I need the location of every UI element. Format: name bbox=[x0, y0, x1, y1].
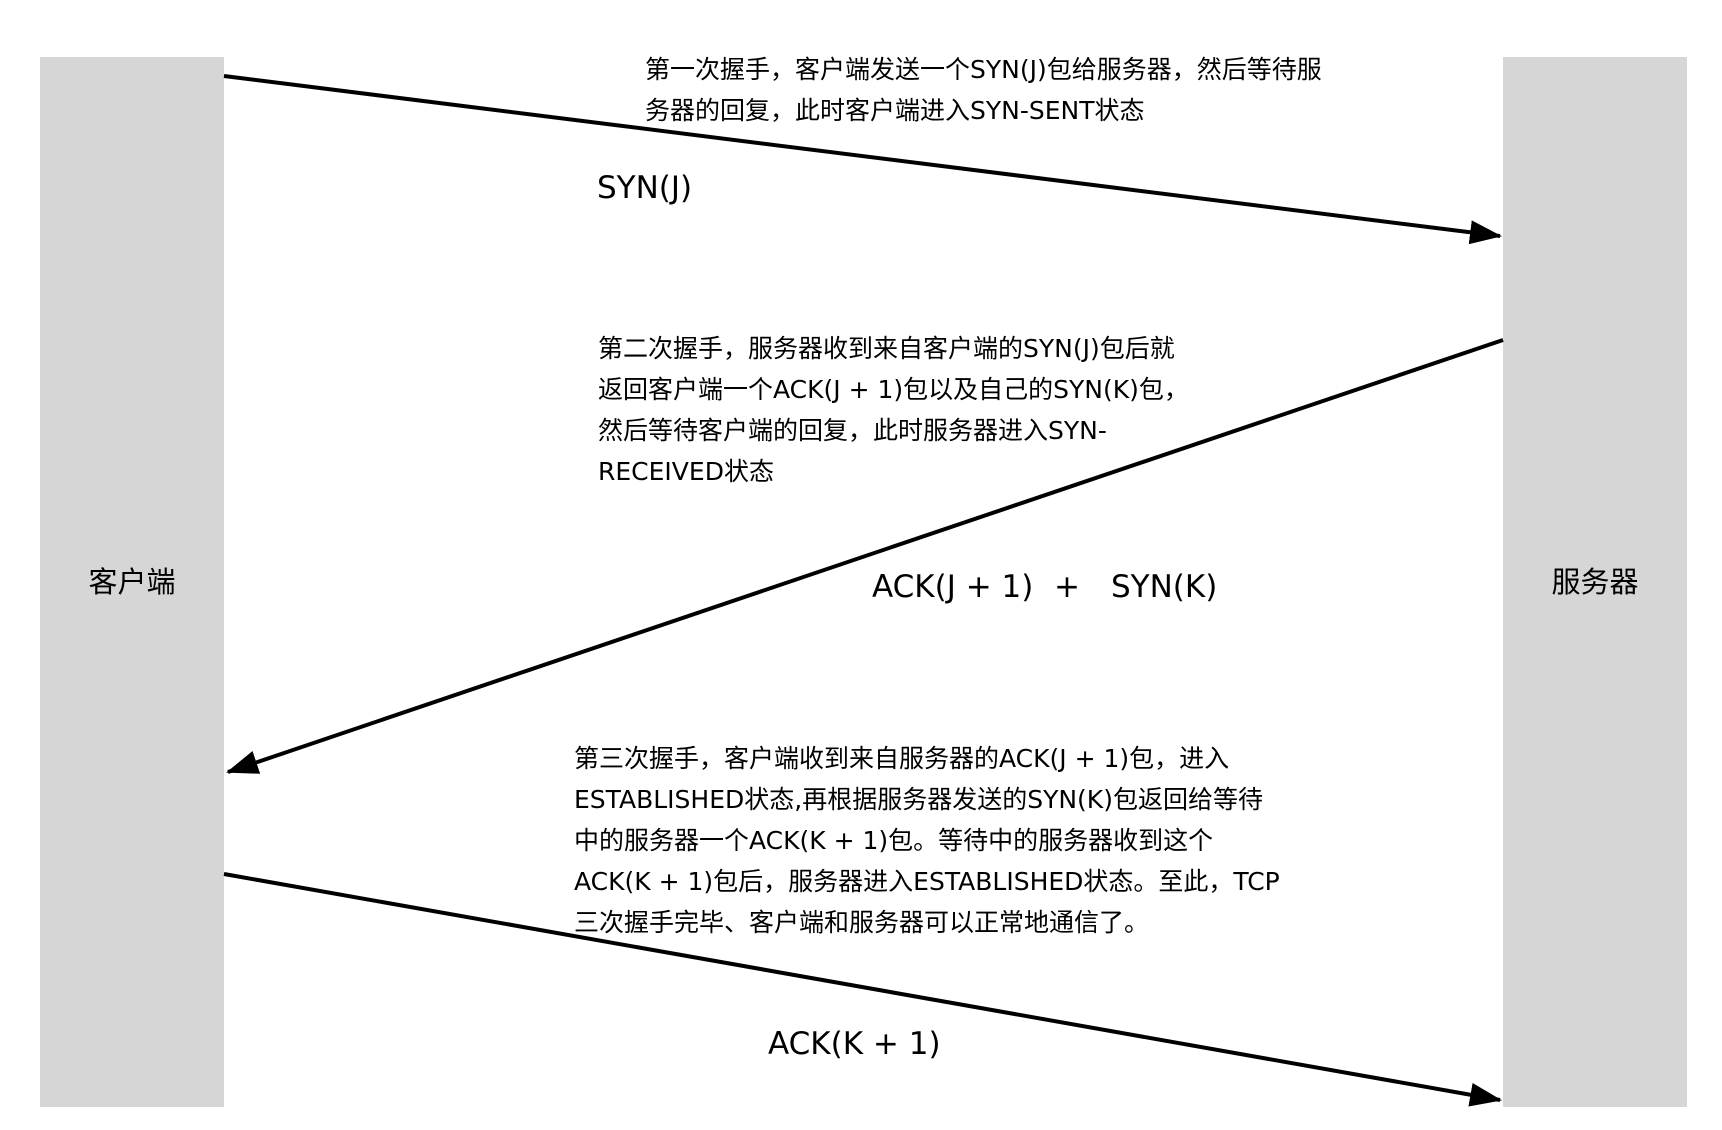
client-lane bbox=[40, 57, 224, 1107]
ack-k-label: ACK(K + 1) bbox=[768, 1026, 941, 1062]
plus-sign: + bbox=[1054, 569, 1080, 605]
note-line: 第二次握手，服务器收到来自客户端的SYN(J)包后就 bbox=[598, 334, 1175, 363]
note-line: 三次握手完毕、客户端和服务器可以正常地通信了。 bbox=[574, 908, 1150, 937]
client-label: 客户端 bbox=[88, 565, 176, 599]
note-second-handshake: 第二次握手，服务器收到来自客户端的SYN(J)包后就 返回客户端一个ACK(J … bbox=[598, 328, 1189, 492]
note-line: ESTABLISHED状态,再根据服务器发送的SYN(K)包返回给等待 bbox=[574, 785, 1263, 814]
note-line: 然后等待客户端的回复，此时服务器进入SYN- bbox=[598, 416, 1107, 445]
server-label: 服务器 bbox=[1551, 565, 1639, 599]
note-line: 务器的回复，此时客户端进入SYN-SENT状态 bbox=[645, 96, 1145, 125]
ack-syn-arrow bbox=[226, 338, 1504, 774]
note-line: 第三次握手，客户端收到来自服务器的ACK(J + 1)包，进入 bbox=[574, 744, 1230, 773]
note-line: 返回客户端一个ACK(J + 1)包以及自己的SYN(K)包， bbox=[598, 375, 1189, 404]
note-third-handshake: 第三次握手，客户端收到来自服务器的ACK(J + 1)包，进入 ESTABLIS… bbox=[574, 738, 1280, 943]
note-line: ACK(K + 1)包后，服务器进入ESTABLISHED状态。至此，TCP bbox=[574, 867, 1280, 896]
server-lane bbox=[1503, 57, 1687, 1107]
syn-j-arrow bbox=[223, 74, 1502, 245]
ack-j-label: ACK(J + 1) bbox=[872, 569, 1034, 605]
ack-k-arrow bbox=[223, 872, 1502, 1107]
note-first-handshake: 第一次握手，客户端发送一个SYN(J)包给服务器，然后等待服 务器的回复，此时客… bbox=[645, 49, 1322, 131]
note-line: RECEIVED状态 bbox=[598, 457, 774, 486]
note-line: 中的服务器一个ACK(K + 1)包。等待中的服务器收到这个 bbox=[574, 826, 1214, 855]
note-line: 第一次握手，客户端发送一个SYN(J)包给服务器，然后等待服 bbox=[645, 55, 1322, 84]
syn-k-label: SYN(K) bbox=[1111, 569, 1218, 605]
syn-j-label: SYN(J) bbox=[597, 170, 693, 206]
